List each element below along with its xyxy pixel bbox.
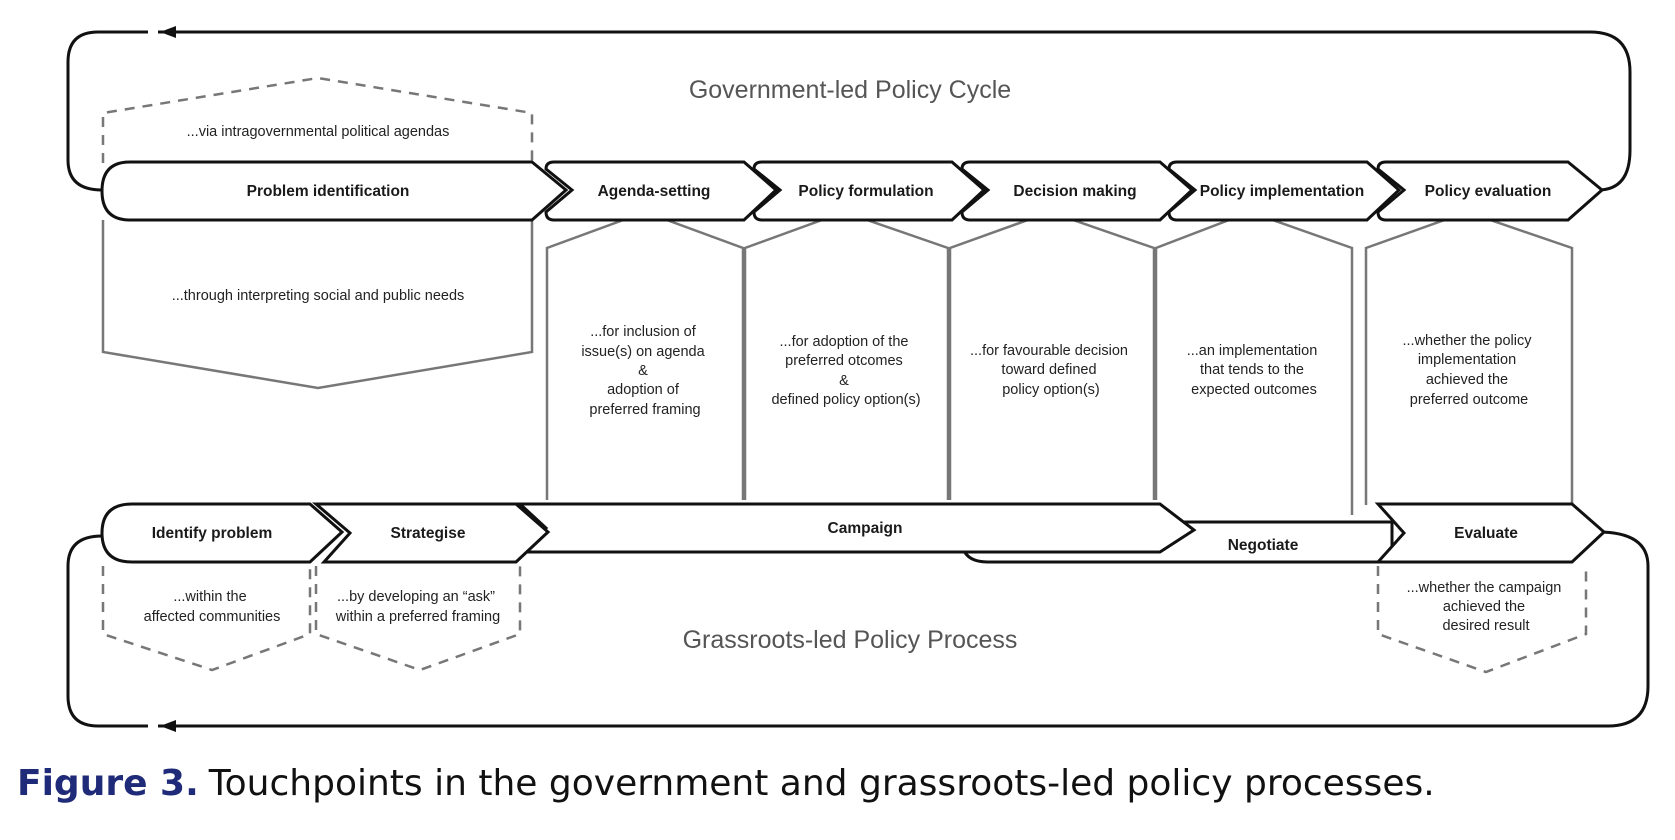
touchpoint-note-agenda: ...for inclusion of issue(s) on agenda &… <box>581 324 708 418</box>
stage-policy-evaluation <box>1376 160 1605 222</box>
touchpoint-note-formulation: ...for adoption of the preferred otcomes… <box>771 334 920 408</box>
stage-problem-identification <box>100 160 569 222</box>
stage-label-problem-identification: Problem identification <box>247 183 410 200</box>
stage-label-decision-making: Decision making <box>1013 183 1136 200</box>
government-cycle-arrow-icon <box>160 26 176 38</box>
stage-label-strategise: Strategise <box>391 525 466 542</box>
figure-caption: Figure 3.Touchpoints in the government a… <box>17 763 1435 804</box>
grassroots-note-identify: ...within the affected communities <box>144 589 281 625</box>
stage-label-evaluate: Evaluate <box>1454 525 1518 542</box>
touchpoint-note-decision: ...for favourable decision toward define… <box>970 343 1132 398</box>
grassroots-note-strategise: ...by developing an “ask” within a prefe… <box>335 589 500 625</box>
figure-number: Figure 3. <box>17 763 199 804</box>
grassroots-note-shape-identify <box>101 566 312 672</box>
grassroots-title: Grassroots-led Policy Process <box>683 626 1018 654</box>
stage-campaign <box>516 502 1197 554</box>
stage-label-policy-formulation: Policy formulation <box>798 183 933 200</box>
grassroots-note-evaluate: ...whether the campaign achieved the des… <box>1407 580 1566 634</box>
via-agendas-shape <box>101 76 534 163</box>
stage-label-policy-evaluation: Policy evaluation <box>1425 183 1552 200</box>
touchpoint-note-implementation: ...an implementation that tends to the e… <box>1187 343 1322 398</box>
interpret-needs-note: ...through interpreting social and publi… <box>172 288 465 304</box>
interpret-needs-shape <box>101 220 534 390</box>
grassroots-loop <box>66 530 1650 728</box>
stage-decision-making <box>960 160 1195 222</box>
grassroots-loop-arrow-icon <box>160 720 176 732</box>
stage-label-policy-implementation: Policy implementation <box>1200 183 1365 200</box>
stage-policy-formulation <box>752 160 987 222</box>
grassroots-note-shape-evaluate <box>1376 566 1588 674</box>
stage-agenda-setting <box>544 160 779 222</box>
stage-identify-problem <box>100 502 345 564</box>
via-agendas-note: ...via intragovernmental political agend… <box>187 124 450 140</box>
government-cycle-title: Government-led Policy Cycle <box>689 76 1011 104</box>
government-cycle-loop <box>66 30 1632 192</box>
touchpoint-note-evaluation: ...whether the policy implementation ach… <box>1403 333 1536 408</box>
stage-label-campaign: Campaign <box>828 520 903 537</box>
figure-caption-text: Touchpoints in the government and grassr… <box>208 763 1435 804</box>
stage-policy-implementation <box>1167 160 1402 222</box>
stage-label-negotiate: Negotiate <box>1228 537 1299 554</box>
grassroots-note-shape-strategise <box>314 566 522 672</box>
stage-label-identify-problem: Identify problem <box>152 525 273 542</box>
stage-label-agenda-setting: Agenda-setting <box>598 183 711 200</box>
stage-strategise <box>311 502 551 564</box>
stage-evaluate <box>1374 502 1607 564</box>
